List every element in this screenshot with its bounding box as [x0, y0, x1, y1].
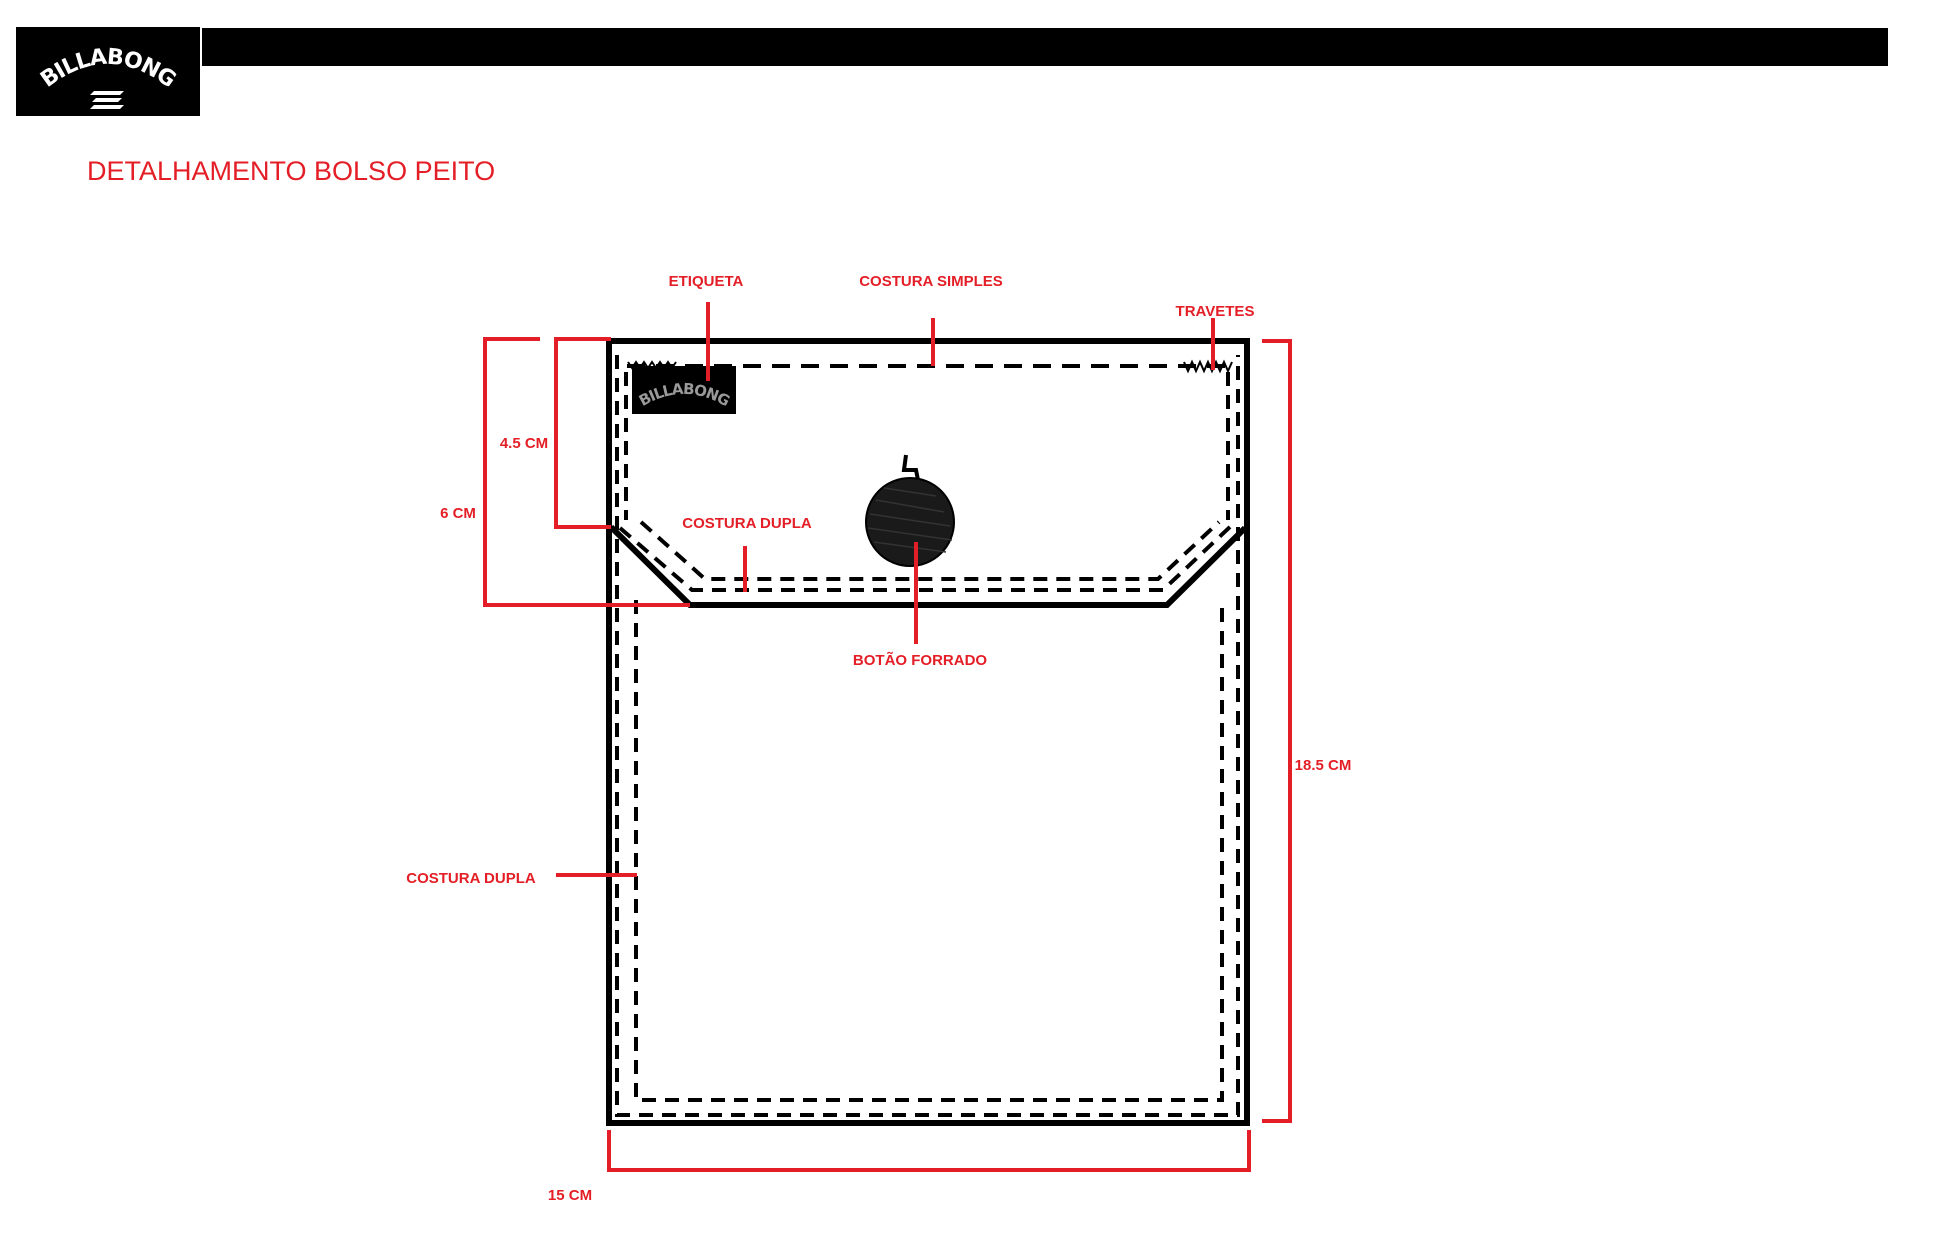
page-title: DETALHAMENTO BOLSO PEITO — [87, 156, 496, 186]
bartack-left — [627, 360, 677, 370]
brand-logo: BILLABONG — [16, 27, 200, 116]
billabong-logo-icon: BILLABONG — [36, 45, 181, 109]
dimension-flap-outer-label: 6 CM — [440, 505, 476, 522]
callout-costura-dupla-flap: COSTURA DUPLA — [682, 515, 812, 532]
callout-travetes: TRAVETES — [1176, 303, 1255, 320]
flap-double-seam-outer — [618, 523, 1234, 592]
flap-double-seam-inner — [639, 520, 1221, 581]
bartack-right — [1183, 359, 1233, 374]
pocket-outer-seam — [615, 355, 1240, 1117]
callout-etiqueta: ETIQUETA — [669, 273, 744, 290]
callout-botao-forrado: BOTÃO FORRADO — [853, 651, 987, 669]
pocket-outline — [606, 338, 1250, 1126]
covered-button — [865, 454, 955, 567]
brand-label: BILLABONG — [632, 366, 736, 414]
dimension-width-label: 15 CM — [548, 1187, 592, 1204]
dimension-flap-inner-label: 4.5 CM — [500, 435, 548, 452]
dimension-height-label: 18.5 CM — [1295, 757, 1352, 774]
pocket-inner-seam — [634, 600, 1224, 1102]
dimension-lines — [483, 337, 1292, 1172]
callout-costura-simples: COSTURA SIMPLES — [859, 273, 1003, 290]
flap-outline — [608, 524, 1248, 608]
callout-leaders — [556, 302, 1215, 877]
callout-costura-dupla-side: COSTURA DUPLA — [406, 870, 536, 887]
header-bar — [202, 28, 1888, 66]
